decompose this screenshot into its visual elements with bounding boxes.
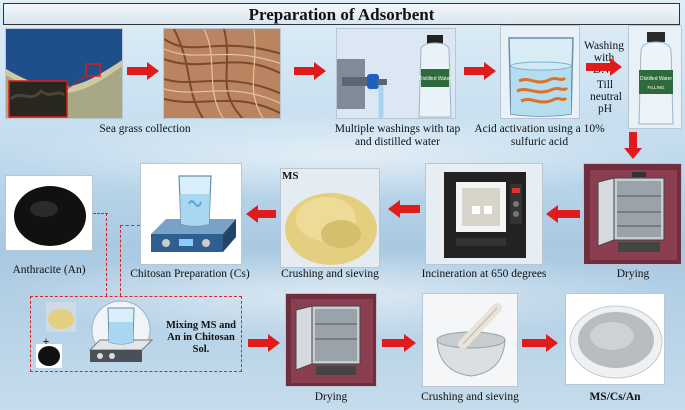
- sea-grass-closeup-image: [163, 28, 281, 119]
- crushing-label-2: Crushing and sieving: [421, 391, 519, 403]
- ms-tag: MS: [282, 170, 299, 182]
- arrow-right: [464, 62, 496, 80]
- dashed-connector: [120, 225, 140, 226]
- bottle-label: Distilled Water: [419, 76, 451, 82]
- arrow-right: [294, 62, 326, 80]
- drying-label-2: Drying: [314, 391, 348, 403]
- sea-grass-map-image: [5, 28, 123, 119]
- anthracite-small: [36, 344, 62, 368]
- mixing-label: Mixing MS and An in Chitosan Sol.: [165, 320, 236, 355]
- arrow-down: [624, 132, 642, 159]
- tap-water-image: Distilled Water: [336, 28, 456, 119]
- arrow-right: [248, 334, 280, 352]
- drying-oven-image-1: [583, 163, 682, 265]
- dashed-connector: [120, 225, 121, 296]
- dashed-connector: [93, 213, 108, 214]
- final-product-label: MS/Cs/An: [589, 391, 641, 403]
- distilled-water-bottle-image: Distilled Water FILLING: [628, 25, 682, 129]
- drying-label-1: Drying: [616, 268, 650, 280]
- incineration-label: Incineration at 650 degrees: [421, 268, 547, 280]
- sea-grass-label: Sea grass collection: [99, 123, 191, 135]
- washings-label: Multiple washings with tap and distilled…: [334, 123, 461, 148]
- diagram-title: Preparation of Adsorbent: [3, 3, 680, 25]
- bottle-brand: FILLING: [647, 85, 665, 90]
- final-powder-image: [565, 293, 665, 385]
- ms-powder-image: [280, 168, 380, 268]
- anthracite-image: [5, 175, 93, 251]
- arrow-right: [382, 334, 416, 352]
- arrow-left: [246, 205, 276, 223]
- acid-activation-label: Acid activation using a 10% sulfuric aci…: [474, 123, 605, 148]
- muffle-furnace-image: [425, 163, 543, 265]
- dashed-connector: [106, 213, 107, 296]
- arrow-right: [127, 62, 159, 80]
- arrow-left: [388, 200, 420, 218]
- arrow-right: [522, 334, 558, 352]
- chitosan-hotplate-image: [140, 163, 242, 265]
- mortar-pestle-image: [422, 293, 518, 387]
- ms-powder-small: [46, 302, 76, 332]
- drying-oven-image-2: [285, 293, 377, 387]
- till-neutral-label: Till neutral pH: [590, 79, 622, 115]
- mixing-box: [30, 296, 242, 372]
- arrow-right: [586, 58, 622, 76]
- arrow-left: [546, 205, 580, 223]
- crushing-label-1: Crushing and sieving: [281, 268, 379, 280]
- plus-sign: +: [42, 336, 50, 348]
- bottle-label: Distilled Water: [640, 76, 672, 82]
- chitosan-label: Chitosan Preparation (Cs): [130, 268, 250, 280]
- acid-beaker-image: [500, 25, 580, 119]
- anthracite-label: Anthracite (An): [12, 264, 86, 276]
- mixing-hotplate-image: [80, 300, 162, 368]
